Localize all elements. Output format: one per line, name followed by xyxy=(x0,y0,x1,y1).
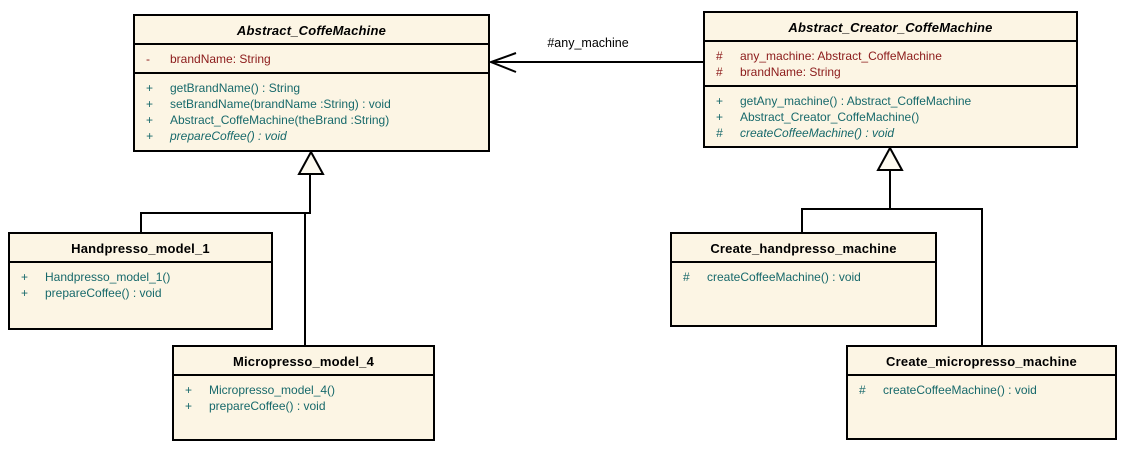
class-title: Handpresso_model_1 xyxy=(10,234,271,263)
class-create-handpresso-machine[interactable]: Create_handpresso_machine # createCoffee… xyxy=(670,232,937,327)
methods-compartment: # createCoffeeMachine() : void xyxy=(848,376,1115,438)
method-row: # createCoffeeMachine() : void xyxy=(707,125,1074,141)
attributes-compartment: - brandName: String xyxy=(135,45,488,74)
method-row: + prepareCoffee() : void xyxy=(176,398,431,414)
methods-compartment: + getBrandName() : String + setBrandName… xyxy=(135,74,488,150)
method-row: + getAny_machine() : Abstract_CoffeMachi… xyxy=(707,93,1074,109)
visibility-symbol: # xyxy=(859,383,866,397)
visibility-symbol: + xyxy=(146,97,154,111)
hollow-triangle-icon xyxy=(297,149,325,175)
method-row: + prepareCoffee() : void xyxy=(137,128,486,144)
class-abstract-creator-coffemachine[interactable]: Abstract_Creator_CoffeMachine # any_mach… xyxy=(703,11,1078,148)
class-handpresso-model-1[interactable]: Handpresso_model_1 + Handpresso_model_1(… xyxy=(8,232,273,330)
class-micropresso-model-4[interactable]: Micropresso_model_4 + Micropresso_model_… xyxy=(172,345,435,441)
visibility-symbol: + xyxy=(185,383,193,397)
hollow-triangle-icon xyxy=(876,145,904,171)
generalization-right[interactable] xyxy=(801,145,983,345)
class-title: Abstract_Creator_CoffeMachine xyxy=(705,13,1076,42)
method-row: + Handpresso_model_1() xyxy=(12,269,269,285)
visibility-symbol: + xyxy=(146,129,154,143)
visibility-symbol: # xyxy=(716,126,723,140)
class-title: Create_handpresso_machine xyxy=(672,234,935,263)
visibility-symbol: + xyxy=(146,81,154,95)
visibility-symbol: + xyxy=(21,270,29,284)
methods-compartment: + Handpresso_model_1() + prepareCoffee()… xyxy=(10,263,271,328)
attribute-row: - brandName: String xyxy=(137,51,486,67)
method-row: + setBrandName(brandName :String) : void xyxy=(137,96,486,112)
method-row: + prepareCoffee() : void xyxy=(12,285,269,301)
class-create-micropresso-machine[interactable]: Create_micropresso_machine # createCoffe… xyxy=(846,345,1117,440)
class-title: Create_micropresso_machine xyxy=(848,347,1115,376)
visibility-symbol: - xyxy=(146,52,150,66)
class-title: Abstract_CoffeMachine xyxy=(135,16,488,45)
visibility-symbol: + xyxy=(716,94,724,108)
method-row: + Abstract_Creator_CoffeMachine() xyxy=(707,109,1074,125)
open-arrowhead-icon xyxy=(488,52,517,73)
visibility-symbol: # xyxy=(683,270,690,284)
method-row: # createCoffeeMachine() : void xyxy=(850,382,1113,398)
method-row: # createCoffeeMachine() : void xyxy=(674,269,933,285)
method-row: + Abstract_CoffeMachine(theBrand :String… xyxy=(137,112,486,128)
visibility-symbol: # xyxy=(716,49,723,63)
class-title: Micropresso_model_4 xyxy=(174,347,433,376)
class-abstract-coffemachine[interactable]: Abstract_CoffeMachine - brandName: Strin… xyxy=(133,14,490,152)
methods-compartment: + Micropresso_model_4() + prepareCoffee(… xyxy=(174,376,433,439)
visibility-symbol: + xyxy=(185,399,193,413)
visibility-symbol: # xyxy=(716,65,723,79)
attribute-row: # brandName: String xyxy=(707,64,1074,80)
method-row: + getBrandName() : String xyxy=(137,80,486,96)
visibility-symbol: + xyxy=(21,286,29,300)
visibility-symbol: + xyxy=(146,113,154,127)
attribute-row: # any_machine: Abstract_CoffeMachine xyxy=(707,48,1074,64)
methods-compartment: # createCoffeeMachine() : void xyxy=(672,263,935,325)
methods-compartment: + getAny_machine() : Abstract_CoffeMachi… xyxy=(705,87,1076,146)
generalization-left[interactable] xyxy=(140,149,325,345)
attributes-compartment: # any_machine: Abstract_CoffeMachine # b… xyxy=(705,42,1076,87)
association-label: #any_machine xyxy=(547,36,629,50)
method-row: + Micropresso_model_4() xyxy=(176,382,431,398)
association-any-machine[interactable] xyxy=(488,52,703,73)
visibility-symbol: + xyxy=(716,110,724,124)
